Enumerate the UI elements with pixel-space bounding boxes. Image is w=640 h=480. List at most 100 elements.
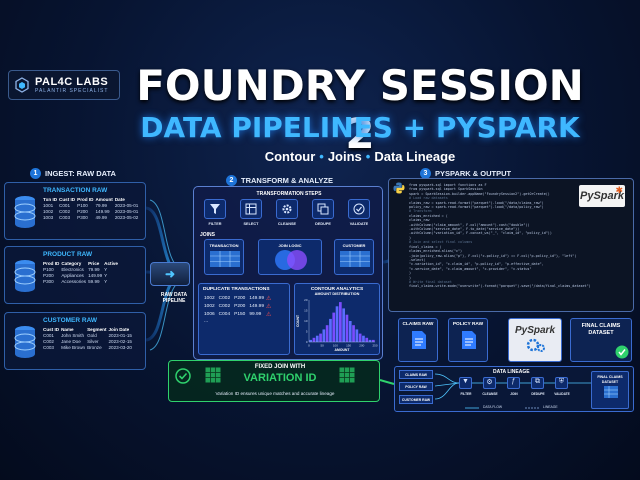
- join-right-table[interactable]: CUSTOMER: [334, 239, 374, 275]
- database-icon: [14, 326, 36, 358]
- histogram-bar: [368, 339, 372, 342]
- variation-line1: FIXED JOIN WITH: [254, 364, 306, 370]
- spreadsheet-icon: [339, 367, 355, 383]
- y-tick-label: 5: [306, 330, 308, 334]
- code-line: spark = SparkSession.builder.appName("Fo…: [409, 191, 550, 196]
- step-select[interactable]: [240, 199, 262, 219]
- x-tick-label: 100: [333, 344, 338, 348]
- code-line: "c.service_date", "c.claim_amount", "c.p…: [409, 266, 532, 271]
- step-validate[interactable]: [348, 199, 370, 219]
- code-line: ): [409, 235, 412, 240]
- section-label: INGEST: RAW DATA: [45, 169, 116, 178]
- data-lineage-panel: DATA LINEAGE CLAIMS RAW POLICY RAW CUSTO…: [394, 366, 634, 412]
- code-line: final_claims = (: [409, 244, 442, 249]
- step-label: SELECT: [243, 222, 259, 226]
- histogram-bar: [319, 333, 322, 342]
- y-tick-label: 10: [304, 319, 308, 323]
- step-dedupe[interactable]: [312, 199, 334, 219]
- variation-note: Variation ID ensures unique matches and …: [215, 391, 335, 396]
- lineage-step-label: JOIN: [510, 392, 518, 396]
- code-line: # Transform: [409, 209, 432, 214]
- lineage-step-dedupe[interactable]: ⧉: [531, 377, 544, 389]
- lineage-step-validate[interactable]: ⛨: [555, 377, 568, 389]
- variation-line2: VARIATION ID: [243, 372, 317, 384]
- venn-diagram-icon: [275, 250, 307, 270]
- document-icon: [412, 331, 426, 349]
- pipeline-label: RAW DATA PIPELINE: [160, 292, 188, 304]
- table-grid-icon: [340, 251, 370, 267]
- code-line: claims_enriched = (: [409, 213, 448, 218]
- table-grid-icon: [210, 251, 240, 267]
- histogram-bar: [358, 333, 362, 342]
- step-label: DEDUPE: [315, 222, 331, 226]
- table-select-icon: [245, 203, 257, 215]
- lineage-step-cleanse[interactable]: ⚙: [483, 377, 496, 389]
- joins-title: JOINS: [200, 232, 216, 238]
- lineage-source[interactable]: POLICY RAW: [399, 382, 433, 391]
- code-line: ): [409, 275, 412, 280]
- histogram-bar: [309, 339, 312, 342]
- step-cleanse[interactable]: [276, 199, 298, 219]
- histogram-bar: [362, 335, 365, 342]
- lineage-step-join[interactable]: ƒ: [507, 377, 520, 389]
- policy-raw-output[interactable]: POLICY RAW: [448, 318, 488, 362]
- step-filter[interactable]: [204, 199, 226, 219]
- lineage-step-label: VALIDATE: [554, 392, 570, 396]
- gear-icon: [282, 204, 292, 214]
- code-line: .select(: [409, 257, 426, 262]
- x-tick-label: 50: [321, 344, 325, 348]
- warning-icon: ⚠: [266, 311, 272, 318]
- lineage-step-label: CLEANSE: [482, 392, 498, 396]
- lineage-source[interactable]: CLAIMS RAW: [399, 370, 433, 379]
- topic-lineage: Data Lineage: [374, 149, 456, 164]
- section-ingest-header: 1 INGEST: RAW DATA: [30, 168, 116, 179]
- histogram-bar: [372, 339, 375, 342]
- section-label: TRANSFORM & ANALYZE: [241, 176, 333, 185]
- analytics-subtitle: AMOUNT DISTRIBUTION: [314, 292, 360, 296]
- shield-icon: ⛨: [558, 378, 565, 385]
- x-axis-label: AMOUNT: [335, 348, 351, 352]
- lineage-target[interactable]: FINAL CLAIMS DATASET: [591, 371, 629, 409]
- python-logo-icon: [393, 182, 405, 194]
- code-line: # Join and select final columns: [409, 240, 473, 245]
- pyspark-code-panel: from pyspark.sql import functions as F f…: [388, 178, 634, 312]
- histogram-bar: [315, 335, 319, 342]
- function-icon: ƒ: [511, 378, 516, 385]
- histogram-bar: [335, 306, 339, 342]
- brand-name: PAL4C LABS: [35, 76, 109, 88]
- final-claims-output[interactable]: FINAL CLAIMS DATASET: [570, 318, 632, 362]
- section-label: PYSPARK & OUTPUT: [435, 169, 512, 178]
- code-line: .withColumn("service_date", F.to_date("s…: [409, 227, 520, 232]
- dedupe-icon: [317, 203, 329, 215]
- arrow-right-icon: ➜: [164, 267, 176, 281]
- lineage-step-label: FILTER: [460, 392, 472, 396]
- histogram-bar: [325, 325, 329, 342]
- pyspark-engine[interactable]: PySpark: [508, 318, 562, 362]
- table-grid-icon: [604, 386, 618, 398]
- gear-icon: ⚙: [486, 379, 493, 386]
- lineage-source[interactable]: CUSTOMER RAW: [399, 395, 433, 404]
- histogram-bar: [329, 318, 332, 342]
- document-icon: [462, 331, 476, 349]
- code-line: from pyspark.sql import functions as F: [409, 183, 487, 187]
- join-logic-box[interactable]: JOIN LOGIC: [258, 239, 322, 275]
- lineage-flow-lines: [435, 373, 591, 409]
- lineage-step-filter[interactable]: ▼: [459, 377, 472, 389]
- topic-joins: Joins: [327, 149, 362, 164]
- join-left-table[interactable]: TRANSACTION: [204, 239, 244, 275]
- warning-icon: ⚠: [266, 303, 272, 310]
- code-line: ): [409, 271, 412, 276]
- card-title: CUSTOMER RAW: [43, 317, 98, 324]
- check-circle-icon: [615, 345, 629, 359]
- claims-raw-output[interactable]: CLAIMS RAW: [398, 318, 438, 362]
